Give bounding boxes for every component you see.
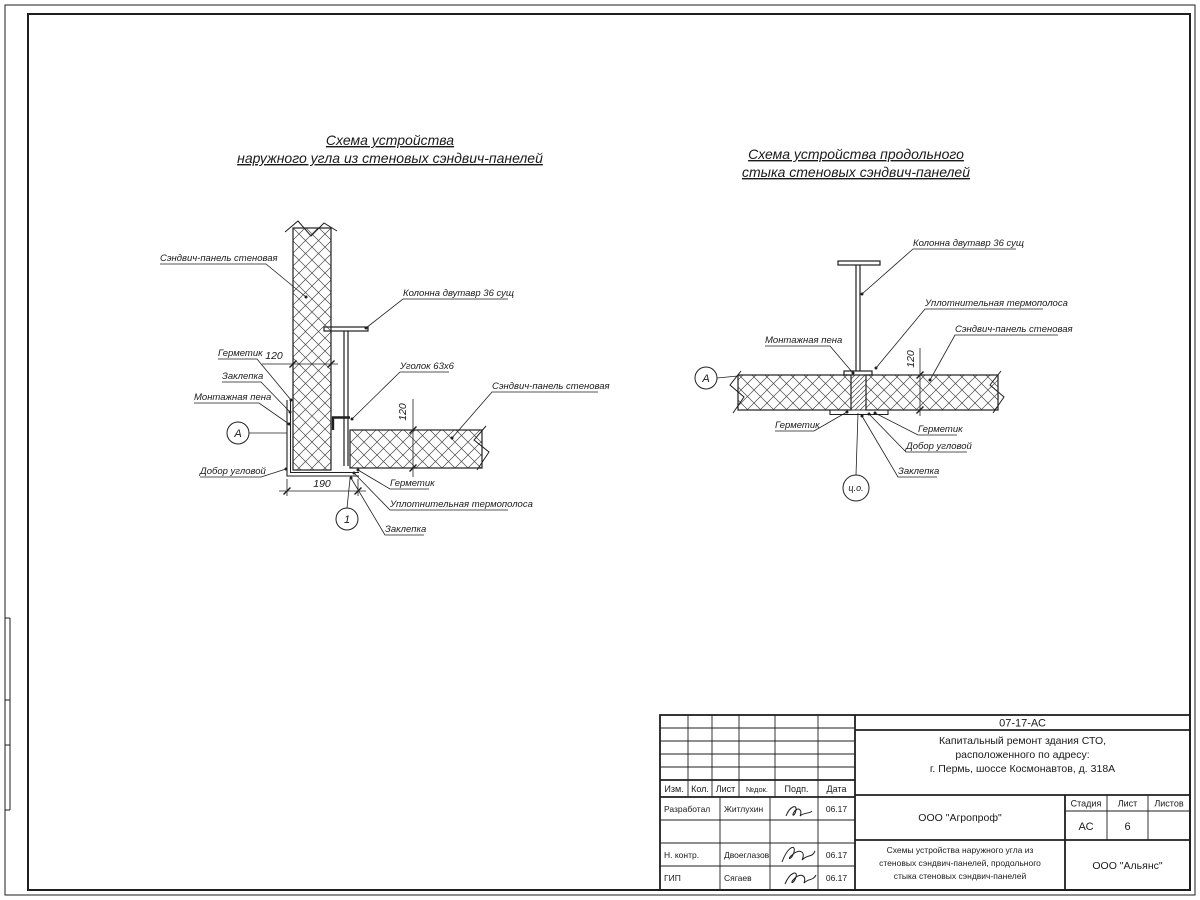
tb-row-developer-name: Житлухин	[724, 804, 764, 814]
tb-col-kol: Кол.	[691, 784, 709, 794]
tb-stage-value: АС	[1078, 821, 1093, 833]
label-joint-panel: Сэндвич-панель стеновая	[955, 324, 1073, 335]
label-corner-trim: Добор угловой	[199, 466, 267, 477]
tb-row-developer-role: Разработал	[664, 804, 710, 814]
label-corner-thermal-strip: Уплотнительная термополоса	[389, 499, 533, 510]
binding-margin-stamp	[5, 617, 11, 811]
label-joint-thermal-strip: Уплотнительная термополоса	[924, 298, 1068, 309]
corner-node-mark-a-label: А	[233, 428, 241, 440]
tb-row-normcontrol-name: Двоеглазов	[724, 850, 770, 860]
tb-col-data: Дата	[827, 784, 847, 794]
label-corner-angle: Уголок 63х6	[399, 361, 455, 372]
sheet-frame	[4, 4, 1196, 896]
joint-panel-right-segment	[865, 370, 1005, 414]
tb-project-line3: г. Пермь, шоссе Космонавтов, д. 318А	[930, 763, 1115, 775]
corner-trim-profile	[286, 400, 359, 477]
signature-developer	[785, 806, 813, 817]
corner-vertical-panel	[284, 220, 338, 471]
right-drawing-title-line2: стыка стеновых сэндвич-панелей	[742, 164, 970, 180]
left-drawing-title-line1: Схема устройства	[326, 132, 454, 148]
joint-detail-drawing: Схема устройства продольного стыка стено…	[694, 146, 1073, 502]
joint-panel-left-segment	[729, 370, 852, 414]
label-joint-foam: Монтажная пена	[765, 335, 842, 346]
tb-col-izm: Изм.	[664, 784, 683, 794]
tb-col-podp: Подп.	[785, 784, 809, 794]
title-block: Изм. Кол. Лист №док. Подп. Дата Разработ…	[659, 714, 1191, 891]
tb-row-developer-date: 06.17	[826, 804, 848, 814]
dim-corner-panel-thickness: 120	[397, 403, 409, 421]
tb-sheets-label: Листов	[1154, 799, 1183, 809]
tb-row-gip-name: Сягаев	[724, 873, 752, 883]
tb-sheet-title-line1: Схемы устройства наружного угла из	[887, 845, 1034, 855]
tb-sheet-title-line2: стеновых сэндвич-панелей, продольного	[879, 858, 1041, 868]
corner-dimension-lines	[262, 360, 417, 496]
tb-doc-code: 07-17-АС	[999, 718, 1046, 730]
tb-project-line1: Капитальный ремонт здания СТО,	[939, 735, 1106, 747]
tb-sheet-title-line3: стыка стеновых сэндвич-панелей	[894, 871, 1027, 881]
label-joint-column: Колонна двутавр 36 сущ	[913, 238, 1024, 249]
corner-leader-dots	[284, 295, 454, 480]
corner-leader-lines	[160, 263, 598, 536]
signature-gip	[784, 872, 817, 885]
signature-norm-control	[781, 846, 816, 863]
joint-center-axis-mark: ц.о.	[842, 474, 870, 502]
joint-dimension-lines	[916, 348, 924, 416]
tb-sheet-label: Лист	[1118, 799, 1138, 809]
label-corner-rivet-2: Заклепка	[385, 524, 426, 535]
tb-project-line2: расположенного по адресу:	[955, 749, 1089, 761]
tb-row-gip-date: 06.17	[826, 873, 848, 883]
dim-joint-panel-thickness: 120	[905, 350, 917, 368]
label-joint-sealant-right: Герметик	[918, 424, 963, 435]
label-joint-sealant-left: Герметик	[775, 420, 820, 431]
tb-row-normcontrol-date: 06.17	[826, 850, 848, 860]
label-corner-sealant-1: Герметик	[218, 348, 263, 359]
joint-node-mark-a: А	[694, 366, 718, 390]
tb-sheet-value: 6	[1124, 821, 1130, 833]
joint-node-mark-a-label: А	[701, 373, 709, 385]
dim-corner-panel-width: 120	[265, 350, 283, 362]
label-sandwich-panel-horizontal: Сэндвич-панель стеновая	[492, 381, 610, 392]
tb-col-list: Лист	[716, 784, 736, 794]
label-corner-foam: Монтажная пена	[194, 392, 271, 403]
label-joint-rivet: Заклепка	[898, 466, 939, 477]
joint-foam-fill	[850, 374, 867, 411]
joint-trim-profile	[829, 410, 889, 416]
joint-center-axis-label: ц.о.	[848, 483, 863, 493]
tb-col-ndok: №док.	[746, 785, 768, 794]
corner-column-ibeam	[323, 326, 369, 466]
label-joint-trim: Добор угловой	[905, 441, 973, 452]
corner-detail-drawing: Схема устройства наружного угла из стено…	[160, 132, 610, 536]
label-corner-column: Колонна двутавр 36 сущ	[403, 288, 514, 299]
joint-column-ibeam	[837, 260, 881, 376]
dim-corner-width: 190	[313, 478, 331, 490]
label-corner-rivet-1: Заклепка	[222, 371, 263, 382]
tb-row-gip-role: ГИП	[664, 873, 681, 883]
label-corner-sealant-2: Герметик	[390, 478, 435, 489]
signatures	[781, 806, 817, 885]
joint-leader-lines	[716, 248, 1058, 478]
corner-detail-mark-1-label: 1	[344, 514, 350, 526]
tb-org-name: ООО "Агропроф"	[918, 812, 1002, 824]
corner-node-mark-a: А	[226, 421, 250, 445]
corner-detail-mark-1: 1	[335, 507, 359, 531]
corner-horizontal-panel	[349, 425, 490, 471]
tb-contractor-name: ООО "Альянс"	[1092, 860, 1162, 872]
tb-row-normcontrol-role: Н. контр.	[664, 850, 699, 860]
tb-stage-label: Стадия	[1071, 799, 1102, 809]
title-block-grid	[659, 714, 1191, 891]
corner-angle-profile	[331, 416, 350, 430]
left-drawing-title-line2: наружного угла из стеновых сэндвич-панел…	[237, 150, 543, 166]
right-drawing-title-line1: Схема устройства продольного	[748, 146, 964, 162]
joint-leader-dots	[845, 292, 932, 418]
label-sandwich-panel-vertical: Сэндвич-панель стеновая	[160, 253, 278, 264]
